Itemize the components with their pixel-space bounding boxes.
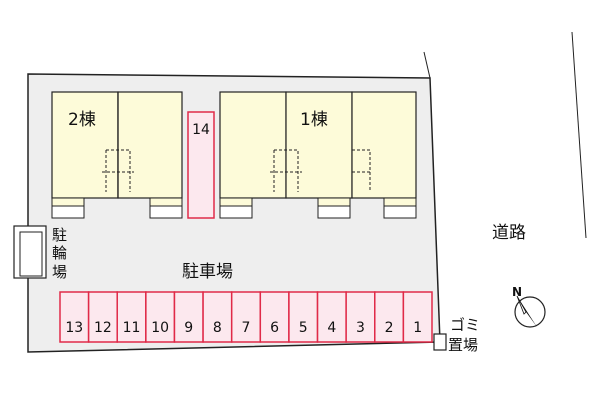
- parking-space-7-label: 7: [242, 320, 251, 336]
- bicycle-parking-inner: [19, 231, 43, 277]
- building-1: [219, 91, 417, 219]
- building-1-unit-b: [285, 91, 353, 199]
- building-1-label: 1棟: [300, 110, 328, 130]
- building-2-unit-left: [51, 91, 119, 199]
- parking-label: 駐車場: [182, 262, 233, 282]
- road-edge-left: [423, 51, 431, 79]
- parking-space-5: [288, 291, 319, 343]
- garbage-area: [433, 333, 447, 351]
- parking-space-2: [374, 291, 405, 343]
- parking-space-2-label: 2: [385, 320, 394, 336]
- parking-space-1-label: 1: [413, 320, 422, 336]
- building-1-unit-a: [219, 91, 287, 199]
- building-1-stair-2: [352, 149, 372, 192]
- road-label: 道路: [492, 223, 526, 243]
- parking-space-11-label: 11: [123, 320, 141, 336]
- building-2-porch-right: [149, 205, 183, 219]
- parking-space-8-label: 8: [213, 320, 222, 336]
- road-edge-right: [571, 31, 587, 239]
- parking-space-3: [345, 291, 376, 343]
- parking-space-10-label: 10: [151, 320, 169, 336]
- parking-space-3-label: 3: [356, 320, 365, 336]
- parking-space-13-label: 13: [65, 320, 83, 336]
- bicycle-parking-char-1: 駐: [52, 226, 67, 244]
- garbage-label-1: ゴミ: [450, 316, 480, 334]
- bicycle-parking-char-2: 輪: [52, 244, 67, 262]
- parking-space-12-label: 12: [94, 320, 112, 336]
- building-2: [51, 91, 183, 219]
- parking-space-14: [187, 111, 215, 219]
- building-2-base: [51, 197, 183, 207]
- parking-space-14-label: 14: [192, 122, 210, 138]
- building-1-porch-2: [317, 205, 351, 219]
- parking-space-7: [230, 291, 262, 343]
- compass-north-label: N: [512, 285, 522, 299]
- building-2-porch-left: [51, 205, 85, 219]
- parking-space-4-label: 4: [327, 320, 336, 336]
- parking-space-4: [316, 291, 347, 343]
- building-1-porch-1: [219, 205, 253, 219]
- parking-space-10: [145, 291, 176, 343]
- building-1-porch-3: [383, 205, 417, 219]
- garbage-label-2: 置場: [448, 336, 478, 354]
- parking-row: 13 12 11 10 9 8 7 6 5 4 3 2 1: [59, 291, 433, 343]
- parking-space-6-label: 6: [270, 320, 279, 336]
- building-1-stair-1: [270, 149, 302, 192]
- parking-space-5-label: 5: [299, 320, 308, 336]
- bicycle-parking-char-3: 場: [52, 263, 67, 281]
- building-2-label: 2棟: [68, 110, 96, 130]
- parking-space-11: [116, 291, 147, 343]
- parking-space-8: [202, 291, 233, 343]
- compass-icon: N: [512, 285, 546, 328]
- parking-space-6: [259, 291, 290, 343]
- building-2-unit-right: [117, 91, 183, 199]
- building-1-unit-c: [351, 91, 417, 199]
- parking-space-13: [59, 291, 90, 343]
- parking-space-9-label: 9: [184, 320, 193, 336]
- parking-space-1: [402, 291, 433, 343]
- building-1-base: [219, 197, 417, 207]
